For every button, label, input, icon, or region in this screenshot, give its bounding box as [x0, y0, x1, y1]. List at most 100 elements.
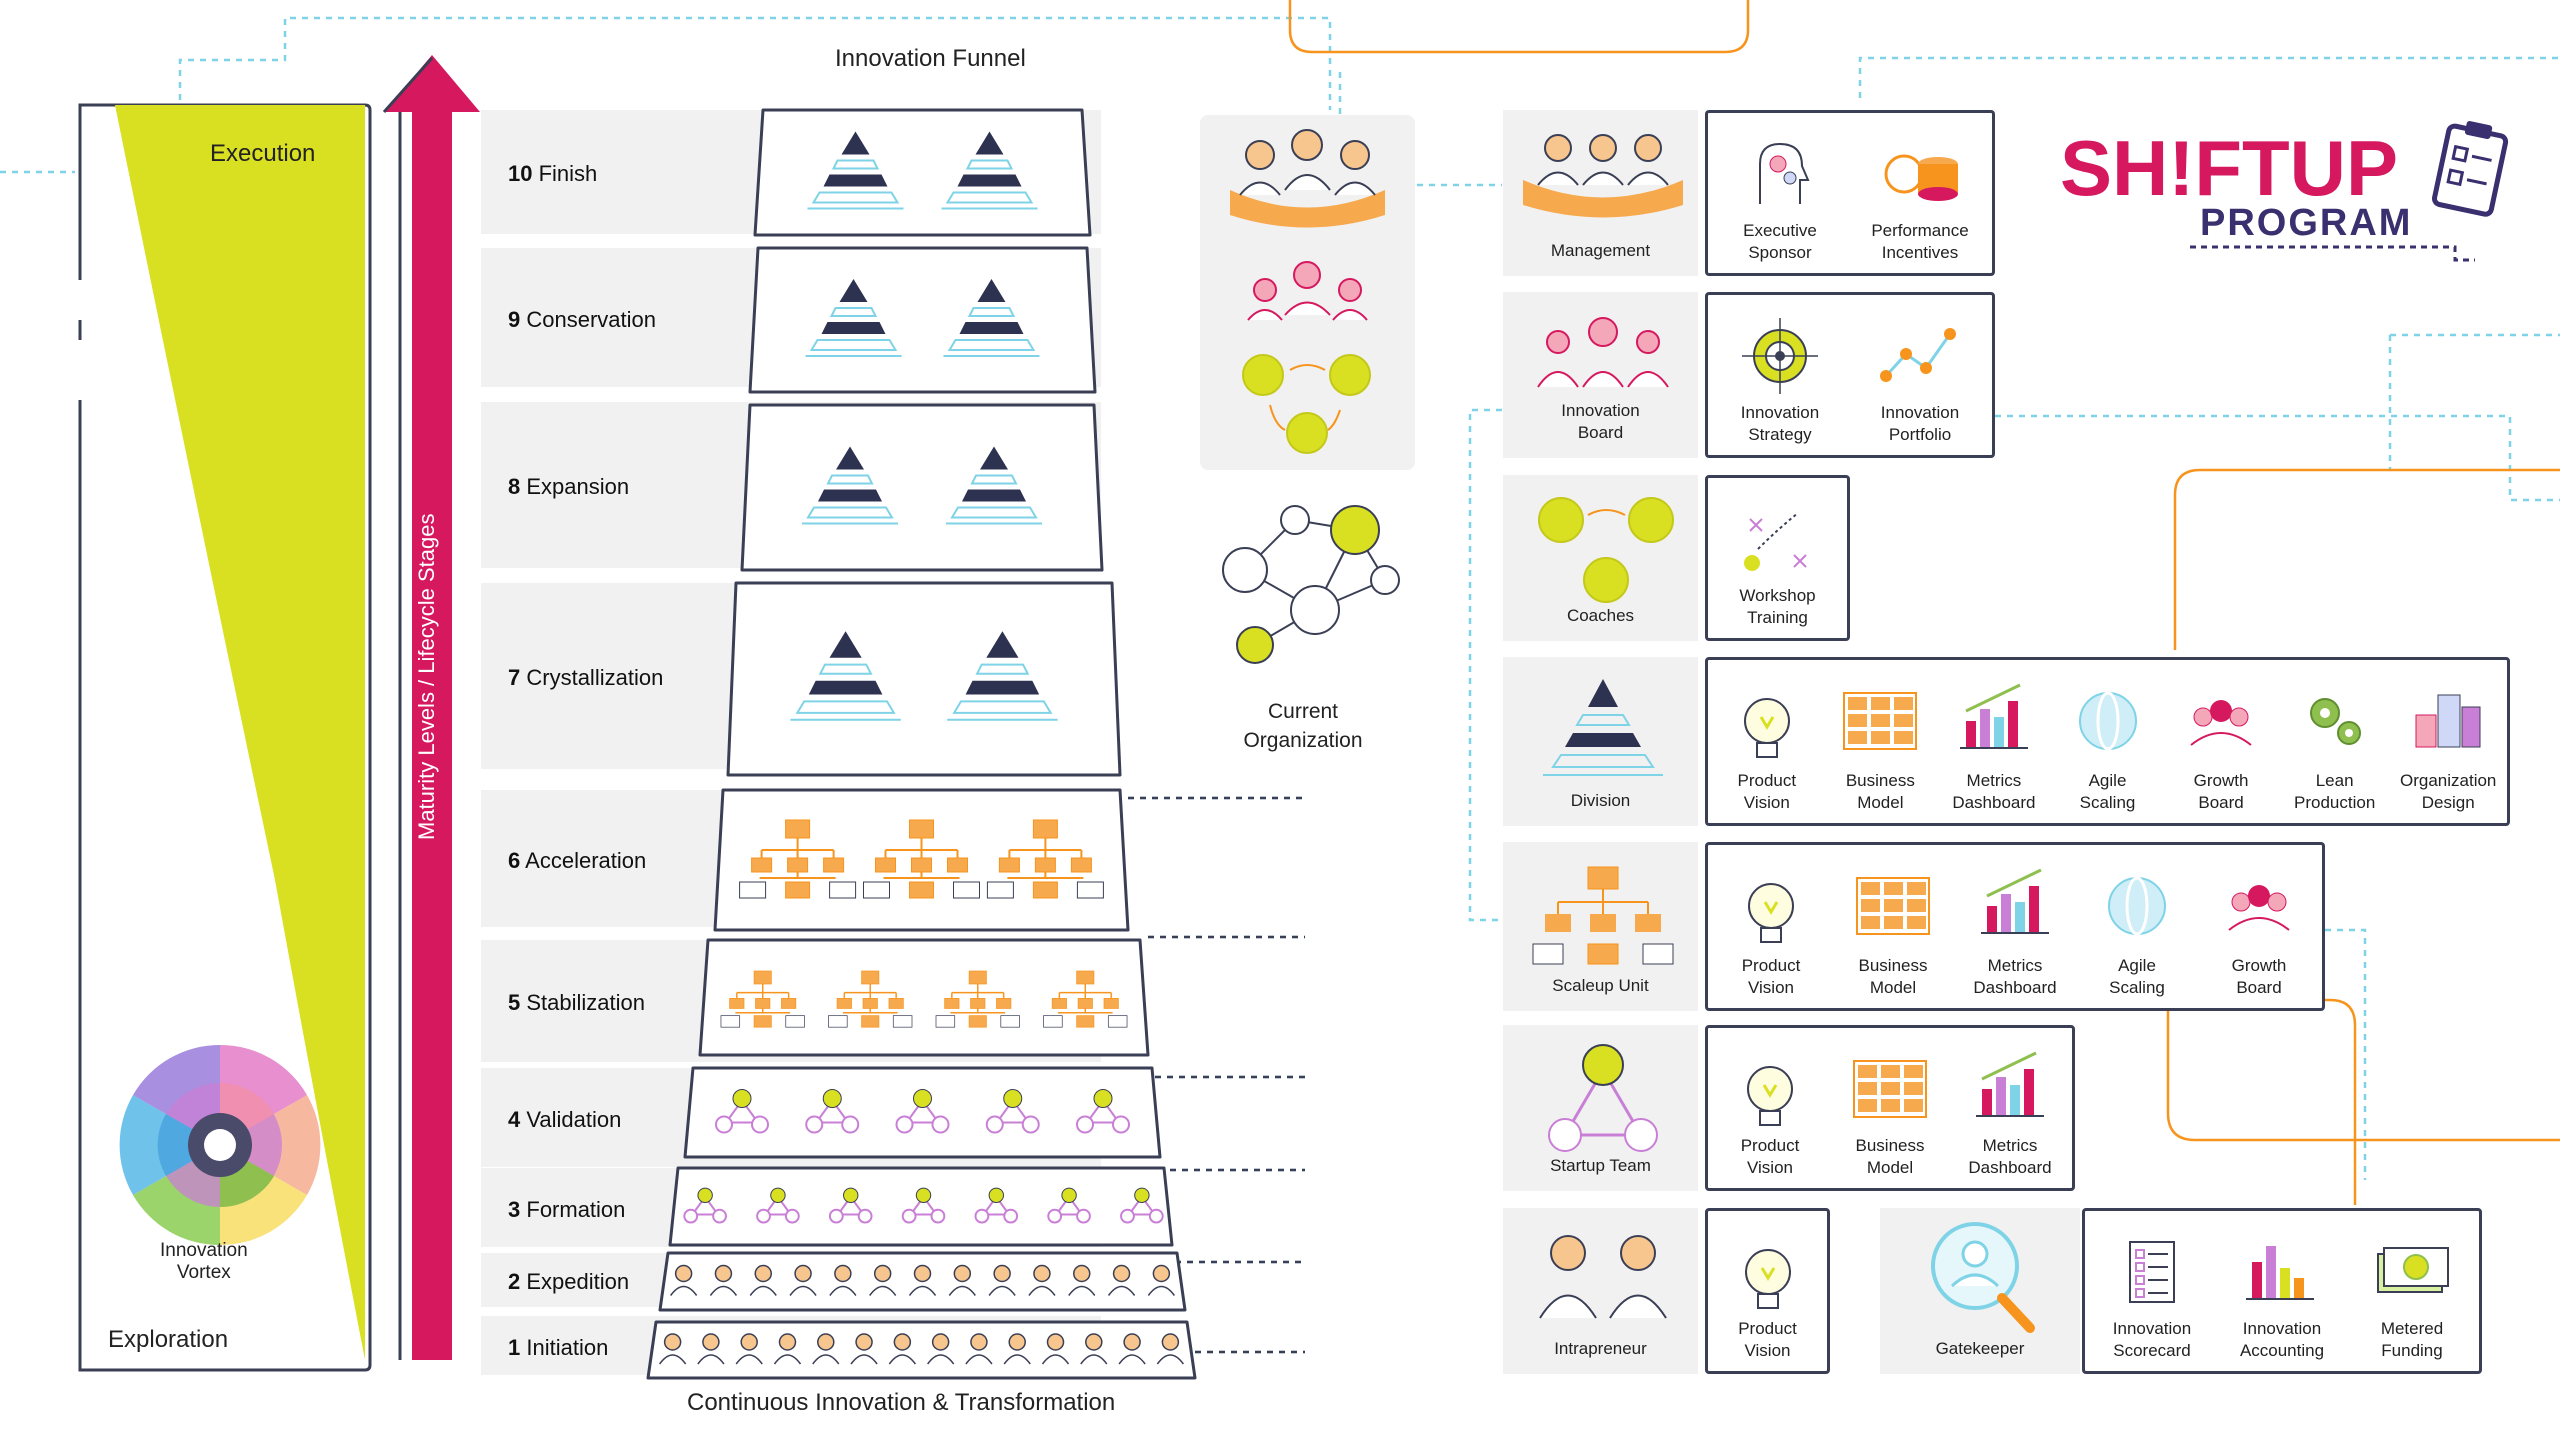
practice-box [1705, 475, 1850, 641]
practice-icon [2415, 694, 2481, 748]
role-icon [1523, 134, 1683, 218]
stage-number: 5 [508, 990, 521, 1015]
practice-icon [1748, 883, 1794, 943]
practice-icon [2108, 876, 2166, 936]
practice-icon [1959, 683, 2028, 749]
funnel-stage-frame [726, 581, 1122, 777]
practice-icon [1981, 868, 2049, 934]
stage-name: Acceleration [525, 847, 647, 873]
funnel-stage-frame [713, 788, 1130, 932]
stage-name: Initiation [526, 1334, 609, 1360]
stage-label: 10 Finish [508, 161, 597, 187]
stage-name: Finish [538, 161, 598, 186]
practice-icon [2309, 698, 2361, 745]
practice-icon [2078, 691, 2137, 751]
maturity-arrow [382, 55, 480, 1370]
stage-name: Formation [526, 1196, 626, 1222]
role-card [1503, 1208, 1698, 1374]
stage-name: Crystallization [526, 665, 664, 690]
practice-box [1705, 292, 1995, 458]
stage-label: 6 Acceleration [508, 848, 646, 874]
coaches-group-icon [1242, 354, 1371, 454]
practice-icon [1747, 1066, 1793, 1126]
role-name: Intrapreneur [1554, 1339, 1647, 1358]
practice-icon [2190, 700, 2252, 746]
stage-label: 5 Stabilization [508, 990, 645, 1016]
stage-label: 2 Expedition [508, 1269, 629, 1295]
practice-icon [1853, 1060, 1927, 1118]
funnel-stage-frame [668, 1166, 1174, 1247]
practice-icon [1743, 512, 1807, 571]
gatekeeper-name: Gatekeeper [1935, 1339, 2025, 1358]
innovation-vortex-panel [75, 103, 372, 1372]
stage-number: 7 [508, 665, 521, 690]
stage-number: 8 [508, 474, 521, 499]
stage-name: Expedition [526, 1269, 630, 1294]
funnel-stage-frame [740, 403, 1104, 572]
exploration-label: Exploration [108, 1326, 229, 1353]
stage-label: 7 Crystallization [508, 665, 663, 691]
gatekeeper-practice-icon [2129, 1241, 2175, 1303]
stage-name: Stabilization [526, 990, 646, 1015]
management-group-icon [1230, 129, 1385, 228]
role-name: Startup Team [1550, 1156, 1651, 1175]
stage-number: 6 [508, 847, 521, 873]
current-org-icons [1230, 129, 1385, 454]
role-name: Division [1570, 791, 1631, 810]
stage-label: 3 Formation [508, 1197, 625, 1223]
network-icon [1222, 505, 1400, 664]
gatekeeper-practice-icon [2246, 1246, 2314, 1300]
funnel-title: Innovation Funnel [835, 45, 1026, 72]
funnel-shapes [646, 108, 1197, 1380]
vortex-icon [119, 1044, 321, 1246]
current-org-label: Current Organization [1243, 700, 1363, 752]
funnel-stage-frame [646, 1320, 1197, 1380]
role-name: Scaleup Unit [1552, 976, 1649, 995]
execution-exploration-curve [115, 105, 365, 1360]
logo-line-2: PROGRAM [2200, 202, 2412, 244]
gatekeeper-practice-icon [2377, 1247, 2449, 1293]
practice-icon [1759, 142, 1810, 204]
bottom-title: Continuous Innovation & Transformation [687, 1389, 1116, 1416]
funnel-stage-frame [698, 938, 1150, 1057]
stage-label: 4 Validation [508, 1107, 621, 1133]
stage-number: 2 [508, 1269, 521, 1294]
execution-label: Execution [210, 140, 316, 167]
stage-number: 9 [508, 306, 521, 332]
practice-icon [1744, 1249, 1791, 1309]
practice-icon [1856, 877, 1930, 935]
practice-icon [1884, 154, 1958, 201]
logo-line-1: SH!FTUP [2060, 124, 2398, 212]
stage-label: 1 Initiation [508, 1335, 608, 1361]
practice-icon [1976, 1051, 2044, 1117]
stage-label: 9 Conservation [508, 307, 656, 333]
stage-number: 1 [508, 1334, 521, 1360]
stage-name: Conservation [526, 306, 657, 332]
funnel-stage-frame [683, 1066, 1162, 1159]
role-icon [1543, 679, 1663, 776]
practice-icon [1743, 698, 1790, 758]
role-icon [1548, 1044, 1658, 1152]
role-icon [1537, 317, 1669, 388]
